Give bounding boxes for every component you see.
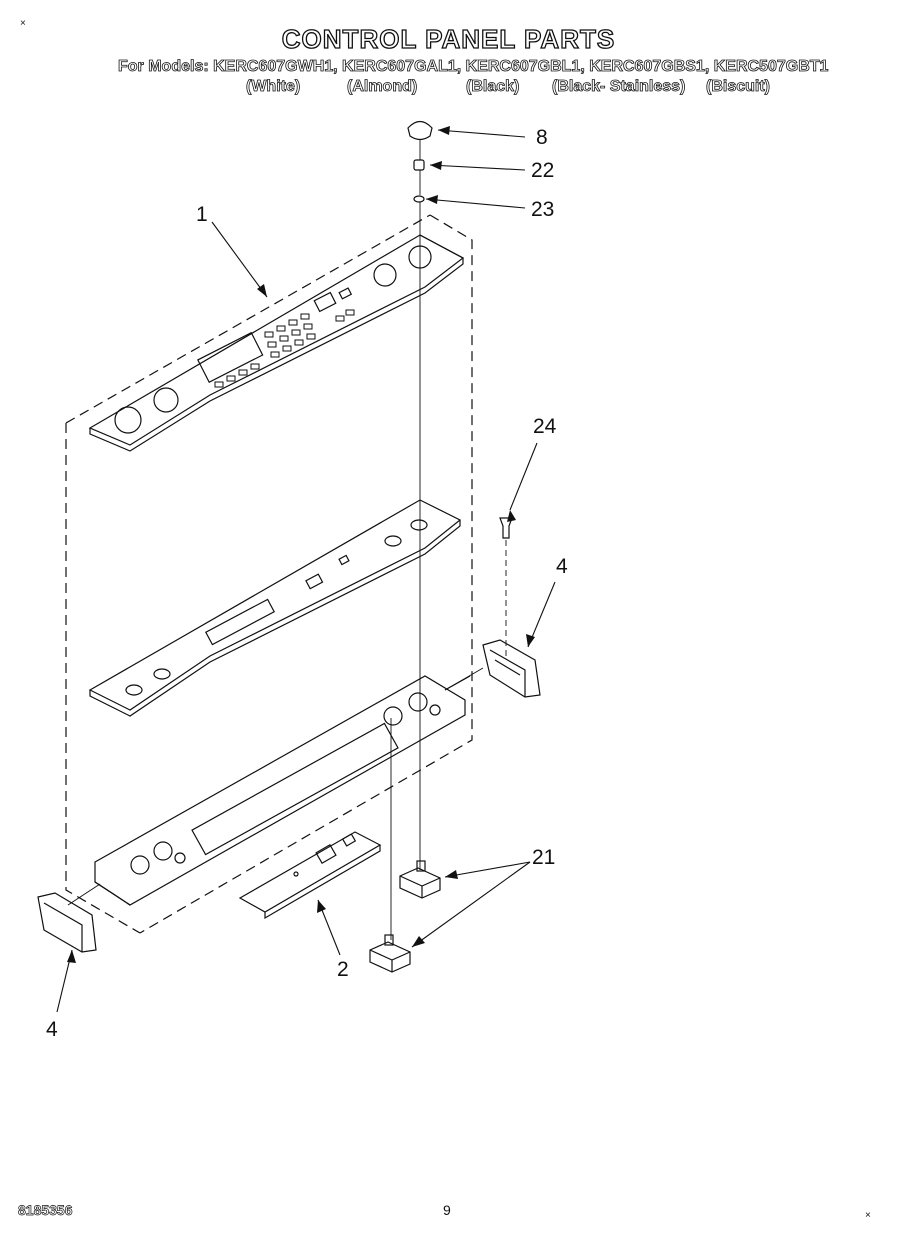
registration-mark-bottom: × <box>865 1210 871 1221</box>
part-21-switch-lower <box>369 934 411 973</box>
document-number: 8185356 <box>18 1202 73 1219</box>
callout-23: 23 <box>531 198 555 221</box>
left-cap-leader <box>67 883 101 906</box>
part-1-overlay <box>88 234 465 452</box>
arrow-8 <box>437 129 526 138</box>
finish-biscuit: (Biscuit) <box>706 78 771 96</box>
middle-overlay-panel <box>88 499 462 717</box>
arrow-22 <box>429 164 526 171</box>
part-23-washer <box>413 195 425 203</box>
callout-22: 22 <box>531 159 555 182</box>
models-line: For Models: KERC607GWH1, KERC607GAL1, KE… <box>118 58 829 76</box>
arrow-21-upper <box>444 861 531 878</box>
arrow-23 <box>425 198 526 209</box>
arrow-24 <box>509 442 538 511</box>
callout-1: 1 <box>196 203 208 226</box>
part-4-left-endcap <box>37 892 97 953</box>
part-22-nut <box>413 159 425 171</box>
finish-almond: (Almond) <box>347 78 418 96</box>
callout-8: 8 <box>536 126 548 149</box>
finish-black-stainless: (Black- Stainless) <box>552 78 686 96</box>
assembly-dashed-outline <box>65 214 473 934</box>
registration-mark-top: × <box>20 18 26 29</box>
callout-24: 24 <box>533 415 557 438</box>
arrow-1 <box>211 221 268 298</box>
console-base-panel <box>94 675 471 906</box>
page-title: CONTROL PANEL PARTS <box>281 23 616 54</box>
page-number: 9 <box>443 1202 451 1218</box>
callout-4-left: 4 <box>46 1018 58 1041</box>
part-21-switch-upper <box>399 860 441 899</box>
part-4-right-endcap <box>482 639 541 698</box>
arrow-21-lower <box>411 861 531 948</box>
callout-21: 21 <box>532 846 556 869</box>
part-2-board <box>238 831 382 920</box>
part-8-knob <box>407 120 433 141</box>
finish-black: (Black) <box>466 78 520 96</box>
right-cap-leader <box>444 667 484 691</box>
finish-white: (White) <box>246 78 301 96</box>
callout-2: 2 <box>337 958 349 981</box>
callout-4-right: 4 <box>556 555 568 578</box>
